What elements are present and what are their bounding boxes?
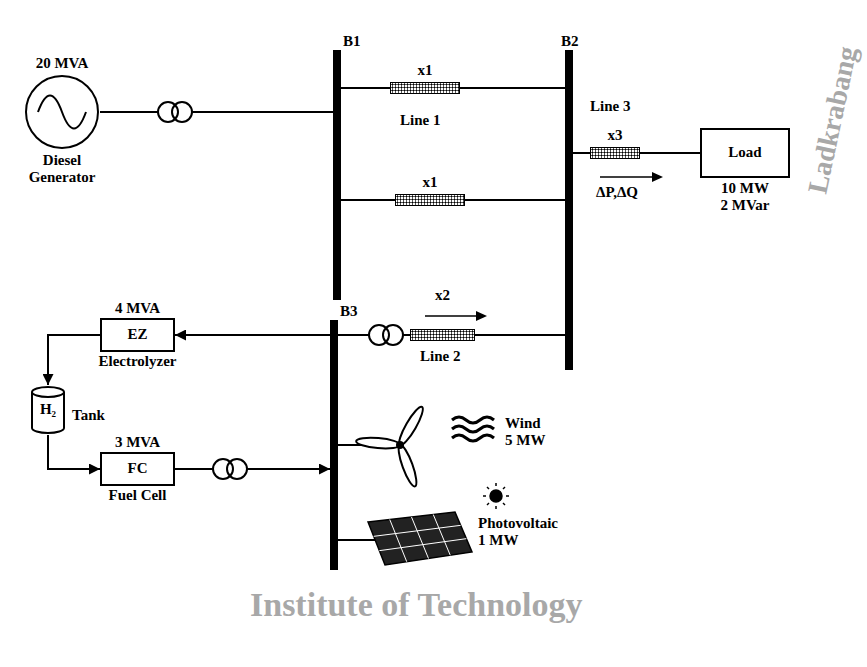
transformer-fill xyxy=(172,102,192,122)
generator-circle: 20 MVADiesel Generator xyxy=(24,74,100,150)
turbine-blade xyxy=(395,443,419,488)
fuel-cell-box: 3 MVAFCFuel Cell xyxy=(100,452,175,486)
tank-body xyxy=(32,392,64,433)
wire-connector xyxy=(100,111,333,113)
node-caption: 3 MVA xyxy=(115,434,160,451)
wire-connector xyxy=(460,87,565,89)
node-text: EZ xyxy=(127,326,147,343)
pv-grid-line xyxy=(390,520,407,562)
node-caption: B3 xyxy=(340,303,358,320)
wind-wave xyxy=(452,417,494,423)
pv-grid-line xyxy=(379,539,466,551)
transformer-fill xyxy=(383,325,403,345)
pv-grid-line xyxy=(433,515,450,556)
node-caption: Fuel Cell xyxy=(109,487,167,504)
source-label: Photovoltaic 1 MW xyxy=(478,515,568,550)
watermark-text: Ladkrabang xyxy=(801,44,864,197)
pv-grid xyxy=(374,515,467,562)
flow-arrow-shaft xyxy=(425,315,478,317)
sun-ray xyxy=(503,503,505,505)
node-caption: x1 xyxy=(423,174,438,191)
bus-bar: B2 xyxy=(565,50,573,370)
bus-bar: B3 xyxy=(330,320,338,570)
flow-arrow-head xyxy=(652,172,663,182)
node-caption: Electrolyzer xyxy=(98,353,176,370)
node-caption: 4 MVA xyxy=(115,300,160,317)
source-label: Wind 5 MW xyxy=(505,415,549,450)
wind-icon xyxy=(452,417,494,441)
node-caption: x2 xyxy=(435,287,450,304)
line-impedance: x3 xyxy=(590,147,640,159)
node-caption: x3 xyxy=(608,127,623,144)
wind-turbine xyxy=(356,404,427,488)
sun-ray xyxy=(487,503,489,505)
wire-connector xyxy=(175,334,330,336)
node-caption: 10 MW 2 MVar xyxy=(718,180,772,215)
hydrogen-tank: H₂Tank xyxy=(30,385,66,435)
node-text: H₂ xyxy=(40,401,56,418)
node-caption: 20 MVA xyxy=(36,55,89,72)
wire-connector xyxy=(175,468,330,470)
turbine-blade xyxy=(356,436,401,450)
wire-connector xyxy=(341,87,390,89)
line-impedance: x1 xyxy=(390,82,460,94)
node-caption: Tank xyxy=(72,407,105,424)
transformer-symbol xyxy=(213,459,247,479)
wind-wave xyxy=(452,435,494,441)
wire-connector xyxy=(573,152,590,154)
flow-arrow-head xyxy=(476,311,487,321)
node-text: FC xyxy=(128,460,148,477)
pv-grid-line xyxy=(412,517,429,559)
wire-connector xyxy=(48,335,100,385)
wire-connector xyxy=(640,152,700,154)
node-caption: Diesel Generator xyxy=(20,152,104,187)
transformer-symbol xyxy=(158,102,192,122)
wire-connector xyxy=(475,334,565,336)
sun-icon xyxy=(483,483,509,509)
transformer-coil xyxy=(227,459,247,479)
pv-panel xyxy=(368,512,472,565)
line-impedance: x2 xyxy=(410,329,475,341)
generator-outline xyxy=(26,76,98,148)
sun-ray xyxy=(487,487,489,489)
transformer-fill xyxy=(227,459,247,479)
watermark-text: Institute of Technology xyxy=(250,585,583,624)
node-caption: B2 xyxy=(561,33,579,50)
node-caption: x1 xyxy=(418,62,433,79)
transformer-coil xyxy=(172,102,192,122)
sun-ray xyxy=(483,495,486,497)
generator-symbol xyxy=(24,74,100,150)
load-box: Load10 MW 2 MVar xyxy=(700,128,790,178)
line-name: Line 2 xyxy=(420,348,460,365)
sun-ray xyxy=(495,483,497,486)
node-caption: B1 xyxy=(343,33,361,50)
wire-connector xyxy=(341,199,395,201)
tank-top xyxy=(32,387,64,397)
sine-wave xyxy=(38,96,86,129)
flow-arrow-shaft xyxy=(600,176,654,178)
flow-arrow xyxy=(600,172,663,182)
electrolyzer-box: 4 MVAEZElectrolyzer xyxy=(100,318,175,352)
wind-wave xyxy=(452,426,494,432)
line-name: Line 3 xyxy=(590,98,630,115)
node-text: Load xyxy=(728,144,761,161)
sun-disc xyxy=(490,490,502,502)
line-name: Line 1 xyxy=(400,112,440,129)
line-impedance: x1 xyxy=(395,194,465,206)
pv-panel-body xyxy=(368,512,472,565)
sun-ray xyxy=(506,495,509,497)
flow-arrow xyxy=(425,311,487,321)
transformer-symbol xyxy=(369,325,403,345)
wire-connector xyxy=(48,435,100,469)
power-flow-label: ΔP,ΔQ xyxy=(596,184,638,201)
bus-bar: B1 xyxy=(333,50,341,300)
transformer-coil xyxy=(383,325,403,345)
turbine-hub xyxy=(396,441,404,449)
sun-ray xyxy=(503,487,505,489)
wire-connector xyxy=(465,199,565,201)
pv-grid-line xyxy=(374,525,461,536)
sun-ray xyxy=(495,506,497,509)
pv-wire xyxy=(338,539,376,541)
